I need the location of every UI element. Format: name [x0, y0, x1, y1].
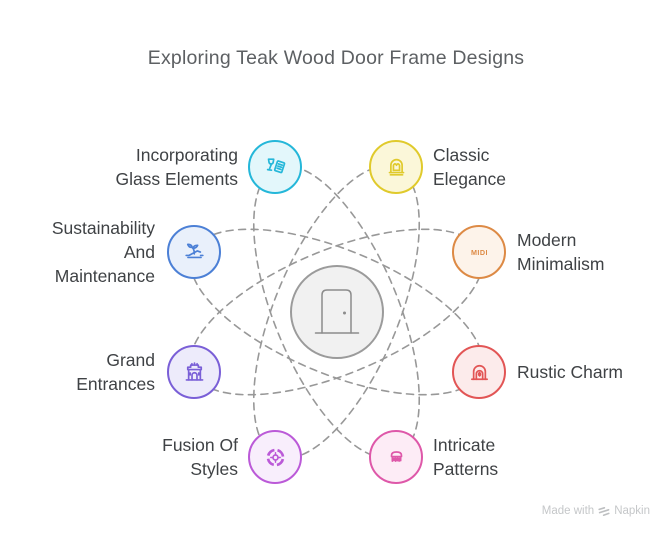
brush-icon [390, 450, 402, 462]
node-label-fusion-of-styles: Fusion Of Styles [162, 435, 238, 479]
node-incorporating-glass-elements[interactable] [248, 140, 302, 194]
node-grand-entrances[interactable] [167, 345, 221, 399]
node-label-intricate-patterns: Intricate Patterns [433, 435, 499, 479]
watermark[interactable]: Made with Napkin [542, 505, 650, 517]
fireplace-icon [470, 364, 488, 380]
midi-text-icon: MIDI [471, 248, 488, 257]
node-rustic-charm[interactable] [452, 345, 506, 399]
watermark-text: Made with [541, 505, 595, 517]
node-classic-elegance[interactable] [369, 140, 423, 194]
arch-gate-icon [185, 361, 203, 381]
glass-elements-icon [266, 157, 285, 173]
center-node-door [290, 265, 384, 359]
node-label-grand-entrances: Grand Entrances [76, 350, 155, 394]
plant-hand-icon [184, 243, 204, 258]
node-label-incorporating-glass-elements: Incorporating Glass Elements [115, 145, 238, 189]
node-sustainability-and-maintenance[interactable] [167, 225, 221, 279]
svg-text:MIDI: MIDI [471, 248, 488, 257]
node-label-classic-elegance: Classic Elegance [433, 145, 506, 189]
classic-chair-icon [388, 158, 404, 176]
node-modern-minimalism[interactable]: MIDI [452, 225, 506, 279]
diagram-title: Exploring Teak Wood Door Frame Designs [147, 47, 525, 69]
target-ring-icon [266, 448, 284, 466]
watermark-brand: Napkin [614, 505, 650, 517]
door-icon [314, 289, 360, 334]
node-intricate-patterns[interactable] [369, 430, 423, 484]
node-fusion-of-styles[interactable] [248, 430, 302, 484]
node-label-sustainability-and-maintenance: Sustainability And Maintenance [51, 218, 155, 286]
napkin-logo-icon [598, 506, 610, 516]
node-label-modern-minimalism: Modern Minimalism [517, 230, 605, 274]
node-label-rustic-charm: Rustic Charm [517, 362, 623, 382]
